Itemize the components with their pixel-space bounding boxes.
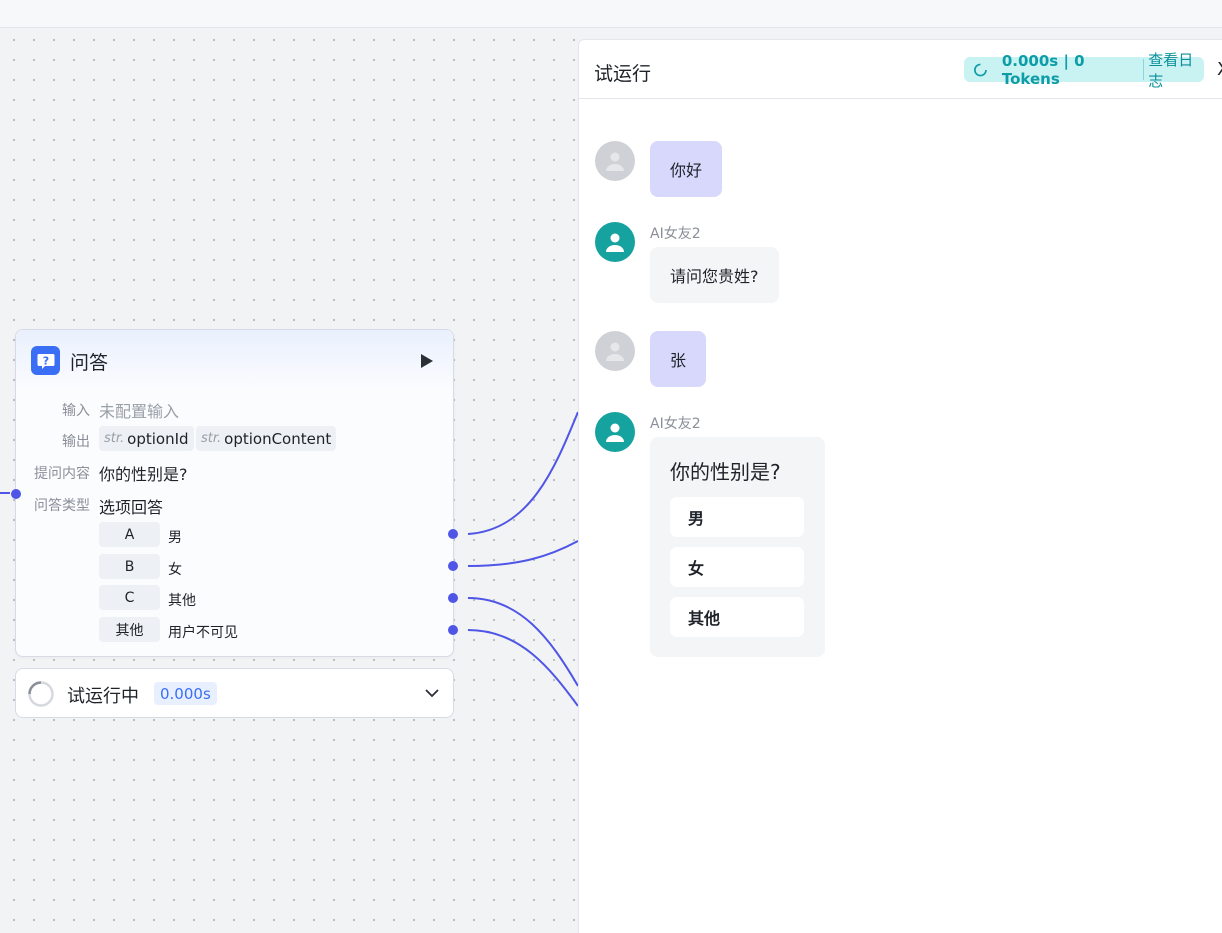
- ai-avatar: [595, 412, 635, 452]
- user-message-bubble: 你好: [650, 141, 723, 197]
- option-value-b: 女: [168, 562, 182, 578]
- option-value-a: 男: [168, 530, 182, 546]
- chevron-down-icon[interactable]: [424, 685, 440, 701]
- ai-choice-card: 你的性别是? 男 女 其他: [650, 437, 825, 657]
- user-icon: [606, 423, 624, 442]
- output-tag-option-id: str. optionId: [99, 426, 194, 451]
- output-type-prefix: str.: [104, 431, 125, 446]
- close-icon[interactable]: X: [1217, 59, 1222, 80]
- run-metrics: 0.000s | 0 Tokens: [1001, 51, 1085, 88]
- option-key-b: B: [99, 554, 160, 579]
- option-key-a: A: [99, 522, 160, 547]
- output-handle-b[interactable]: [448, 561, 458, 571]
- question-icon: ?: [31, 346, 60, 375]
- choice-button-female[interactable]: 女: [670, 547, 804, 587]
- output-handle-a[interactable]: [448, 529, 458, 539]
- type-value: 选项回答: [99, 498, 164, 517]
- edge-option-a[interactable]: [467, 411, 578, 535]
- node-title: 问答: [70, 352, 109, 374]
- output-type-prefix: str.: [201, 431, 222, 446]
- view-log-link[interactable]: 查看日志: [1148, 50, 1194, 90]
- choice-button-other[interactable]: 其他: [670, 597, 804, 637]
- node-run-status[interactable]: 试运行中 0.000s: [15, 668, 454, 718]
- test-run-panel: 试运行 0.000s | 0 Tokens 查看日志 X 你好 AI女友2 请问…: [578, 39, 1222, 933]
- user-avatar: [595, 331, 635, 371]
- option-key-c: C: [99, 585, 160, 610]
- ai-sender-name: AI女友2: [650, 416, 701, 432]
- input-handle[interactable]: [11, 489, 21, 499]
- edge-option-other[interactable]: [467, 629, 578, 707]
- user-icon: [606, 152, 624, 171]
- output-tag-option-content: str. optionContent: [196, 426, 337, 451]
- edges-layer: [0, 411, 578, 707]
- ai-avatar: [595, 222, 635, 262]
- option-value-other: 用户不可见: [168, 625, 238, 641]
- panel-header-divider: [579, 98, 1222, 99]
- user-message-bubble: 张: [650, 331, 707, 387]
- ai-message-bubble: 请问您贵姓?: [650, 247, 779, 303]
- svg-text:?: ?: [42, 354, 48, 367]
- panel-title: 试运行: [594, 63, 652, 85]
- output-handle-other[interactable]: [448, 625, 458, 635]
- qa-node[interactable]: ? 问答 输入 未配置输入 输出 str. optionId str. opti…: [11, 329, 458, 657]
- workflow-canvas[interactable]: ? 问答 输入 未配置输入 输出 str. optionId str. opti…: [0, 28, 578, 933]
- prompt-label: 提问内容: [34, 466, 90, 482]
- loading-spinner-icon: [28, 681, 54, 707]
- output-label: 输出: [62, 434, 90, 450]
- user-icon: [606, 342, 624, 361]
- choice-question: 你的性别是?: [670, 460, 781, 484]
- status-text: 试运行中: [67, 686, 139, 707]
- choice-button-male[interactable]: 男: [670, 497, 804, 537]
- output-handle-c[interactable]: [448, 593, 458, 603]
- run-metrics-badge: 0.000s | 0 Tokens 查看日志: [964, 51, 1204, 90]
- user-icon: [606, 233, 624, 252]
- node-header: [16, 330, 453, 390]
- run-play-icon[interactable]: [420, 353, 434, 369]
- user-avatar: [595, 141, 635, 181]
- edge-option-b[interactable]: [467, 540, 578, 567]
- input-label: 输入: [62, 403, 90, 419]
- badge-divider: [1143, 59, 1145, 80]
- top-bar: [0, 0, 1222, 28]
- ai-sender-name: AI女友2: [650, 226, 701, 242]
- output-name: optionContent: [224, 429, 332, 448]
- type-label: 问答类型: [34, 498, 90, 514]
- option-value-c: 其他: [168, 593, 196, 609]
- input-value: 未配置输入: [99, 402, 180, 421]
- status-time: 0.000s: [154, 682, 217, 705]
- output-name: optionId: [127, 429, 189, 448]
- prompt-value: 你的性别是?: [99, 465, 188, 484]
- option-key-other: 其他: [99, 617, 160, 642]
- edge-option-c[interactable]: [467, 597, 578, 687]
- refresh-spinner-icon: [974, 63, 987, 76]
